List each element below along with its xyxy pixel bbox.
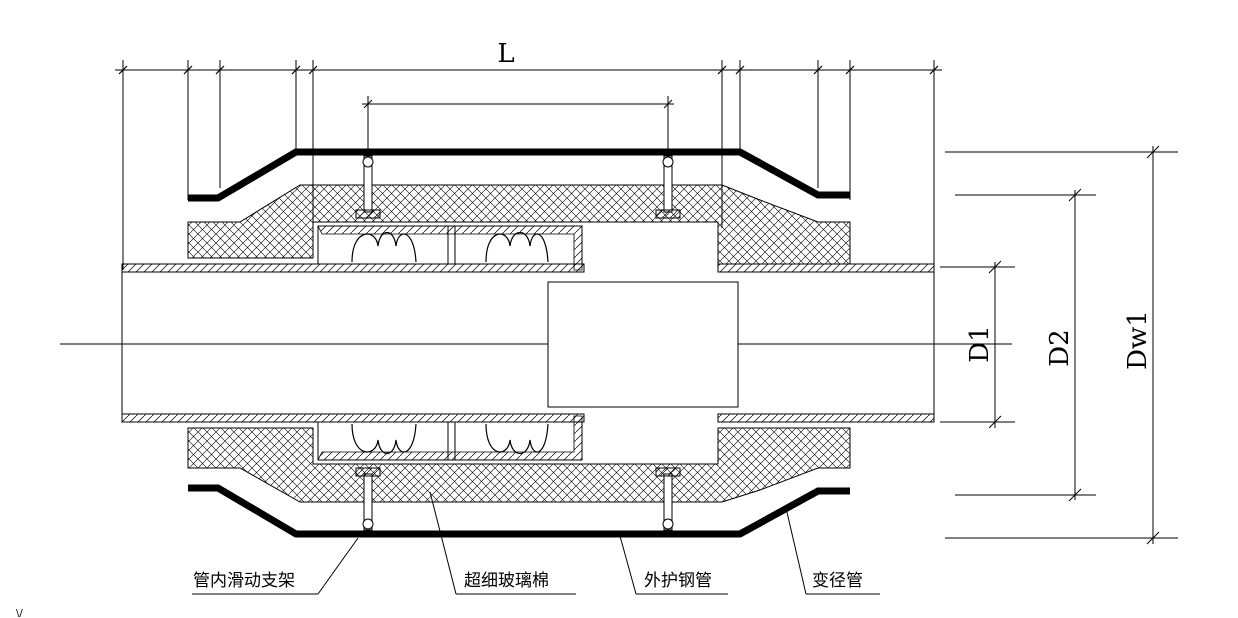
diameter-dimensions	[940, 145, 1178, 545]
outer-steel-pipe-label: 外护钢管	[644, 571, 712, 591]
support-bolt	[655, 467, 681, 531]
length-label: L	[497, 39, 514, 69]
leader-lines	[192, 491, 880, 595]
main-pipe	[121, 263, 935, 423]
top-extension-lines	[122, 60, 935, 270]
sliding-support-label: 管内滑动支架	[193, 571, 295, 591]
lower-insulation	[187, 415, 851, 503]
outer-steel-casing	[188, 148, 850, 538]
dw1-label: Dw1	[1123, 310, 1153, 370]
sliding-supports	[355, 155, 681, 531]
slip-sleeve	[547, 281, 739, 408]
corner-mark: \/	[16, 608, 23, 618]
support-bolt	[355, 467, 381, 531]
top-ticks	[118, 65, 939, 75]
upper-insulation	[187, 184, 851, 271]
support-bolt	[355, 155, 381, 219]
d2-label: D2	[1045, 329, 1075, 366]
glass-wool-label: 超细玻璃棉	[464, 571, 549, 591]
support-bolt	[655, 155, 681, 219]
d1-label: D1	[965, 325, 995, 362]
reducer-label: 变径管	[812, 571, 863, 591]
